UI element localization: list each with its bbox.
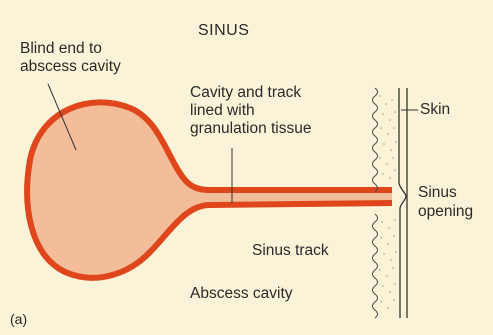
figure-label: (a) — [10, 310, 27, 328]
label-cavity-track-line2: lined with — [190, 102, 255, 120]
label-blind-end-line2: abscess cavity — [20, 58, 121, 76]
label-cavity-track-line3: granulation tissue — [190, 120, 312, 138]
label-abscess-cavity: Abscess cavity — [190, 285, 293, 303]
label-skin: Skin — [420, 101, 450, 119]
dermis-boundary-lower — [373, 214, 378, 318]
skin-line — [399, 88, 406, 318]
label-cavity-track-line1: Cavity and track — [190, 84, 301, 102]
label-sinus-opening-line2: opening — [418, 203, 473, 221]
label-blind-end-line1: Blind end to — [20, 40, 102, 58]
label-sinus-track: Sinus track — [252, 242, 329, 260]
dermis-boundary-upper — [373, 88, 378, 192]
label-sinus-opening-line1: Sinus — [418, 184, 457, 202]
diagram-title: SINUS — [198, 22, 249, 40]
